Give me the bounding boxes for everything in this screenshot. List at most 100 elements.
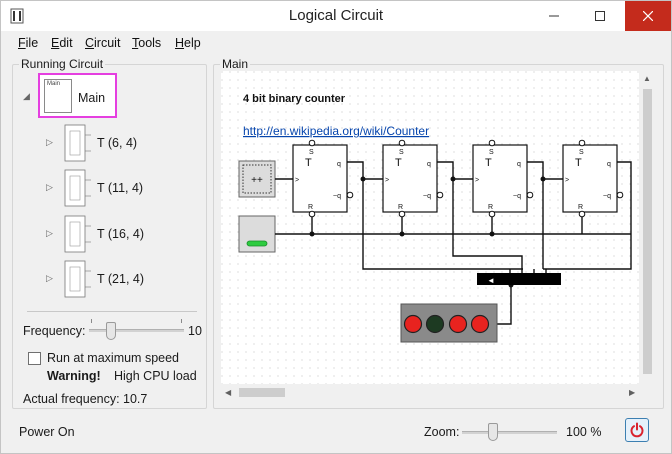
svg-text:T: T (485, 157, 492, 169)
circuit-thumbnail: Main (44, 79, 72, 113)
run-max-speed-checkbox[interactable] (28, 352, 41, 365)
svg-text:R: R (578, 204, 583, 211)
svg-text:R: R (398, 204, 403, 211)
svg-text:>: > (385, 177, 389, 184)
zoom-slider[interactable] (462, 421, 557, 441)
app-icon (10, 8, 24, 24)
menu-bar: File Edit Circuit Tools Help (1, 32, 671, 54)
slider-track (89, 329, 184, 332)
svg-text:>: > (475, 177, 479, 184)
title-bar: Logical Circuit (1, 1, 671, 31)
t-flipflop-4[interactable]: S T > q ~q R (562, 139, 624, 218)
tree-item-label: Main (78, 91, 106, 105)
svg-text:~q: ~q (423, 193, 431, 200)
t-flipflop-1[interactable]: S T > q ~q R (292, 139, 354, 218)
close-button[interactable] (625, 1, 671, 31)
led-1 (403, 314, 423, 334)
menu-help[interactable]: Help (175, 36, 201, 50)
circuit-canvas[interactable]: 4 bit binary counter http://en.wikipedia… (221, 71, 639, 384)
expand-arrow-icon[interactable]: ▷ (46, 182, 53, 192)
actual-frequency-label: Actual frequency: (23, 392, 120, 406)
scroll-up-icon[interactable]: ▲ (643, 74, 651, 83)
increment-button-label: ++ (251, 175, 263, 186)
svg-text:S: S (489, 149, 494, 156)
frequency-slider[interactable] (89, 319, 184, 345)
maximize-button[interactable] (577, 1, 623, 31)
tree-item-t-16-4[interactable]: ▷ T (16, 4) (41, 214, 191, 254)
svg-text:T: T (575, 157, 582, 169)
maximize-icon (595, 11, 605, 21)
vertical-scrollbar[interactable]: ▲ (639, 71, 656, 384)
menu-file[interactable]: File (18, 36, 39, 50)
svg-text:R: R (308, 204, 313, 211)
scroll-right-icon[interactable]: ▶ (629, 388, 636, 397)
tree-item-t-11-4[interactable]: ▷ T (11, 4) (41, 168, 191, 208)
power-button[interactable] (625, 418, 649, 442)
power-icon (630, 422, 644, 438)
tree-item-t-21-4[interactable]: ▷ T (21, 4) (41, 259, 191, 299)
svg-text:R: R (488, 204, 493, 211)
subcircuit-thumbnail (64, 124, 91, 162)
main-panel-title: Main (220, 57, 251, 71)
slider-thumb[interactable] (106, 322, 116, 340)
svg-text:q: q (337, 161, 341, 168)
svg-text:~q: ~q (513, 193, 521, 200)
svg-text:>: > (295, 177, 299, 184)
tree-item-label: T (16, 4) (97, 227, 145, 241)
scroll-left-icon[interactable]: ◀ (225, 388, 232, 397)
svg-text:q: q (427, 161, 431, 168)
increment-button[interactable]: ++ (238, 160, 276, 198)
circuit-diagram[interactable]: 4 bit binary counter http://en.wikipedia… (221, 71, 639, 384)
svg-text:S: S (399, 149, 404, 156)
warning-label: Warning! (47, 369, 101, 383)
window-title: Logical Circuit (288, 7, 384, 24)
panel-divider (27, 311, 197, 312)
subcircuit-thumbnail (64, 215, 91, 253)
running-circuit-title: Running Circuit (19, 57, 106, 71)
slider-tick (181, 319, 182, 323)
svg-text:q: q (517, 161, 521, 168)
main-panel: Main (213, 57, 664, 409)
slider-tick (91, 319, 92, 323)
collapse-arrow-icon[interactable]: ◢ (23, 91, 30, 101)
led-2 (425, 314, 445, 334)
bus-splitter[interactable]: ◄ (477, 273, 561, 285)
tree-item-label: T (21, 4) (97, 272, 145, 286)
subcircuit-thumbnail (64, 169, 91, 207)
expand-arrow-icon[interactable]: ▷ (46, 137, 53, 147)
horizontal-scrollbar[interactable]: ◀ ▶ (221, 384, 639, 401)
circuit-link[interactable]: http://en.wikipedia.org/wiki/Counter (243, 124, 429, 138)
t-flipflop-3[interactable]: S T > q ~q R (472, 139, 534, 218)
expand-arrow-icon[interactable]: ▷ (46, 273, 53, 283)
t-flipflop-2[interactable]: S T > q ~q R (382, 139, 444, 218)
menu-edit[interactable]: Edit (51, 36, 73, 50)
horizontal-scroll-thumb[interactable] (239, 388, 285, 397)
power-indicator[interactable] (238, 215, 276, 253)
led-3 (448, 314, 468, 334)
warning-text: High CPU load (114, 369, 197, 383)
tree-item-main[interactable]: Main Main (38, 73, 117, 118)
zoom-slider-thumb[interactable] (487, 423, 498, 441)
menu-circuit[interactable]: Circuit (85, 36, 121, 50)
minimize-button[interactable] (531, 1, 577, 31)
expand-arrow-icon[interactable]: ▷ (46, 228, 53, 238)
power-status-text: Power On (19, 425, 75, 439)
vertical-scroll-thumb[interactable] (643, 89, 652, 374)
led-display[interactable] (400, 303, 498, 343)
subcircuit-thumbnail (64, 260, 91, 298)
svg-text:S: S (309, 149, 314, 156)
tree-item-t-6-4[interactable]: ▷ T (6, 4) (41, 123, 191, 163)
tree-item-label: T (11, 4) (97, 181, 144, 195)
circuit-title: 4 bit binary counter (243, 93, 346, 105)
svg-text:~q: ~q (603, 193, 611, 200)
thumbnail-label: Main (47, 81, 61, 87)
svg-text:T: T (395, 157, 402, 169)
run-max-speed-label: Run at maximum speed (47, 351, 180, 365)
menu-tools[interactable]: Tools (132, 36, 162, 50)
svg-text:T: T (305, 157, 312, 169)
actual-frequency-value: 10.7 (123, 392, 148, 406)
frequency-label: Frequency: (23, 324, 86, 338)
close-icon (643, 11, 653, 21)
bus-direction-icon: ◄ (487, 276, 495, 285)
tree-item-label: T (6, 4) (97, 136, 138, 150)
